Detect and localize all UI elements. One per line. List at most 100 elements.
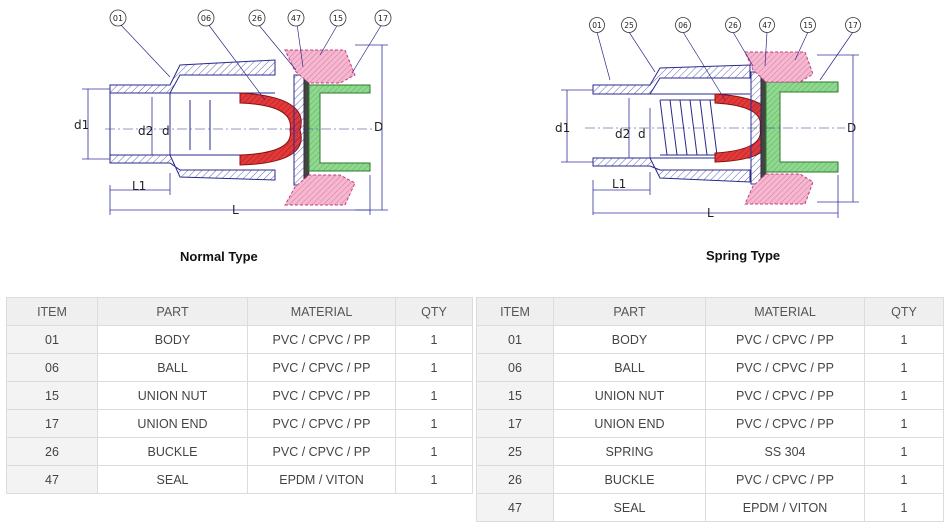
balloon-26: 26 xyxy=(248,9,266,27)
svg-text:26: 26 xyxy=(252,14,262,23)
union-nut-part xyxy=(284,49,356,206)
item-cell: 17 xyxy=(6,409,98,438)
qty-cell: 1 xyxy=(395,325,473,354)
body-part xyxy=(109,59,276,181)
material-cell: PVC / CPVC / PP xyxy=(705,409,865,438)
balloon-leaders xyxy=(119,23,383,101)
dim-l: L xyxy=(232,203,239,217)
table-row: 26 BUCKLE PVC / CPVC / PP 1 xyxy=(6,437,473,466)
part-cell: UNION NUT xyxy=(97,381,248,410)
material-cell: PVC / CPVC / PP xyxy=(247,353,396,382)
svg-text:15: 15 xyxy=(803,21,813,30)
spring-type-drawing: 01 25 06 26 47 15 17 d1 d2 d xyxy=(555,17,861,220)
part-cell: BUCKLE xyxy=(553,465,706,494)
item-cell: 26 xyxy=(6,437,98,466)
material-cell: EPDM / VITON xyxy=(705,493,865,522)
part-cell: UNION END xyxy=(553,409,706,438)
part-cell: SEAL xyxy=(553,493,706,522)
svg-text:15: 15 xyxy=(333,14,343,23)
svg-text:47: 47 xyxy=(291,14,301,23)
dim-d1: d1 xyxy=(74,118,89,132)
union-end-part xyxy=(308,84,371,172)
material-cell: PVC / CPVC / PP xyxy=(705,325,865,354)
item-cell: 47 xyxy=(476,493,554,522)
svg-text:47: 47 xyxy=(762,21,772,30)
table-row: 01 BODY PVC / CPVC / PP 1 xyxy=(476,325,944,354)
part-cell: UNION NUT xyxy=(553,381,706,410)
seal-part xyxy=(303,76,310,184)
qty-cell: 1 xyxy=(395,409,473,438)
material-cell: PVC / CPVC / PP xyxy=(247,381,396,410)
item-cell: 25 xyxy=(476,437,554,466)
material-cell: EPDM / VITON xyxy=(247,465,396,494)
balloon-17: 17 xyxy=(374,9,392,27)
balloon-06: 06 xyxy=(675,17,691,33)
material-cell: PVC / CPVC / PP xyxy=(247,409,396,438)
part-cell: BODY xyxy=(97,325,248,354)
qty-cell: 1 xyxy=(864,353,944,382)
column-header-part: PART xyxy=(553,297,706,326)
table-row: 47 SEAL EPDM / VITON 1 xyxy=(6,465,473,494)
table-row: 01 BODY PVC / CPVC / PP 1 xyxy=(6,325,473,354)
qty-cell: 1 xyxy=(864,409,944,438)
column-header-qty: QTY xyxy=(864,297,944,326)
dim-D: D xyxy=(847,121,856,135)
balloon-01: 01 xyxy=(109,9,127,27)
qty-cell: 1 xyxy=(864,465,944,494)
item-cell: 47 xyxy=(6,465,98,494)
balloon-15: 15 xyxy=(329,9,347,27)
balloon-47: 47 xyxy=(759,17,775,33)
balloon-06: 06 xyxy=(197,9,215,27)
material-cell: PVC / CPVC / PP xyxy=(705,353,865,382)
table-row: 25 SPRING SS 304 1 xyxy=(476,437,944,466)
svg-text:01: 01 xyxy=(113,14,123,23)
body-part xyxy=(592,64,751,183)
qty-cell: 1 xyxy=(864,493,944,522)
dim-l1: L1 xyxy=(132,179,146,193)
table-row: 17 UNION END PVC / CPVC / PP 1 xyxy=(6,409,473,438)
qty-cell: 1 xyxy=(864,325,944,354)
qty-cell: 1 xyxy=(864,381,944,410)
svg-text:17: 17 xyxy=(848,21,858,30)
qty-cell: 1 xyxy=(395,437,473,466)
qty-cell: 1 xyxy=(395,465,473,494)
balloon-01: 01 xyxy=(589,17,605,33)
spring-type-caption: Spring Type xyxy=(706,248,781,263)
svg-text:17: 17 xyxy=(378,14,388,23)
dim-D: D xyxy=(374,120,383,134)
spring-type-parts-table: ITEM PART MATERIAL QTY 01 BODY PVC / CPV… xyxy=(476,297,944,522)
balloon-leaders xyxy=(596,31,854,101)
svg-text:25: 25 xyxy=(624,21,634,30)
union-end-part xyxy=(765,81,839,173)
balloon-15: 15 xyxy=(800,17,816,33)
dimension-lines xyxy=(561,54,859,218)
balloon-26: 26 xyxy=(725,17,741,33)
dim-l1: L1 xyxy=(612,177,626,191)
svg-text:01: 01 xyxy=(592,21,602,30)
balloon-17: 17 xyxy=(845,17,861,33)
dimension-lines xyxy=(82,44,388,215)
column-header-material: MATERIAL xyxy=(705,297,865,326)
material-cell: PVC / CPVC / PP xyxy=(247,325,396,354)
table-row: 47 SEAL EPDM / VITON 1 xyxy=(476,493,944,522)
svg-text:06: 06 xyxy=(201,14,211,23)
qty-cell: 1 xyxy=(395,381,473,410)
column-header-qty: QTY xyxy=(395,297,473,326)
balloon-25: 25 xyxy=(621,17,637,33)
dim-d2: d2 xyxy=(615,127,630,141)
material-cell: SS 304 xyxy=(705,437,865,466)
table-row: 06 BALL PVC / CPVC / PP 1 xyxy=(476,353,944,382)
part-cell: SEAL xyxy=(97,465,248,494)
item-cell: 15 xyxy=(6,381,98,410)
material-cell: PVC / CPVC / PP xyxy=(705,465,865,494)
part-cell: UNION END xyxy=(97,409,248,438)
part-cell: BODY xyxy=(553,325,706,354)
table-header-row: ITEM PART MATERIAL QTY xyxy=(476,297,944,326)
column-header-part: PART xyxy=(97,297,248,326)
table-row: 15 UNION NUT PVC / CPVC / PP 1 xyxy=(6,381,473,410)
table-row: 17 UNION END PVC / CPVC / PP 1 xyxy=(476,409,944,438)
normal-type-caption: Normal Type xyxy=(180,249,258,264)
table-header-row: ITEM PART MATERIAL QTY xyxy=(6,297,473,326)
item-cell: 06 xyxy=(476,353,554,382)
material-cell: PVC / CPVC / PP xyxy=(705,381,865,410)
